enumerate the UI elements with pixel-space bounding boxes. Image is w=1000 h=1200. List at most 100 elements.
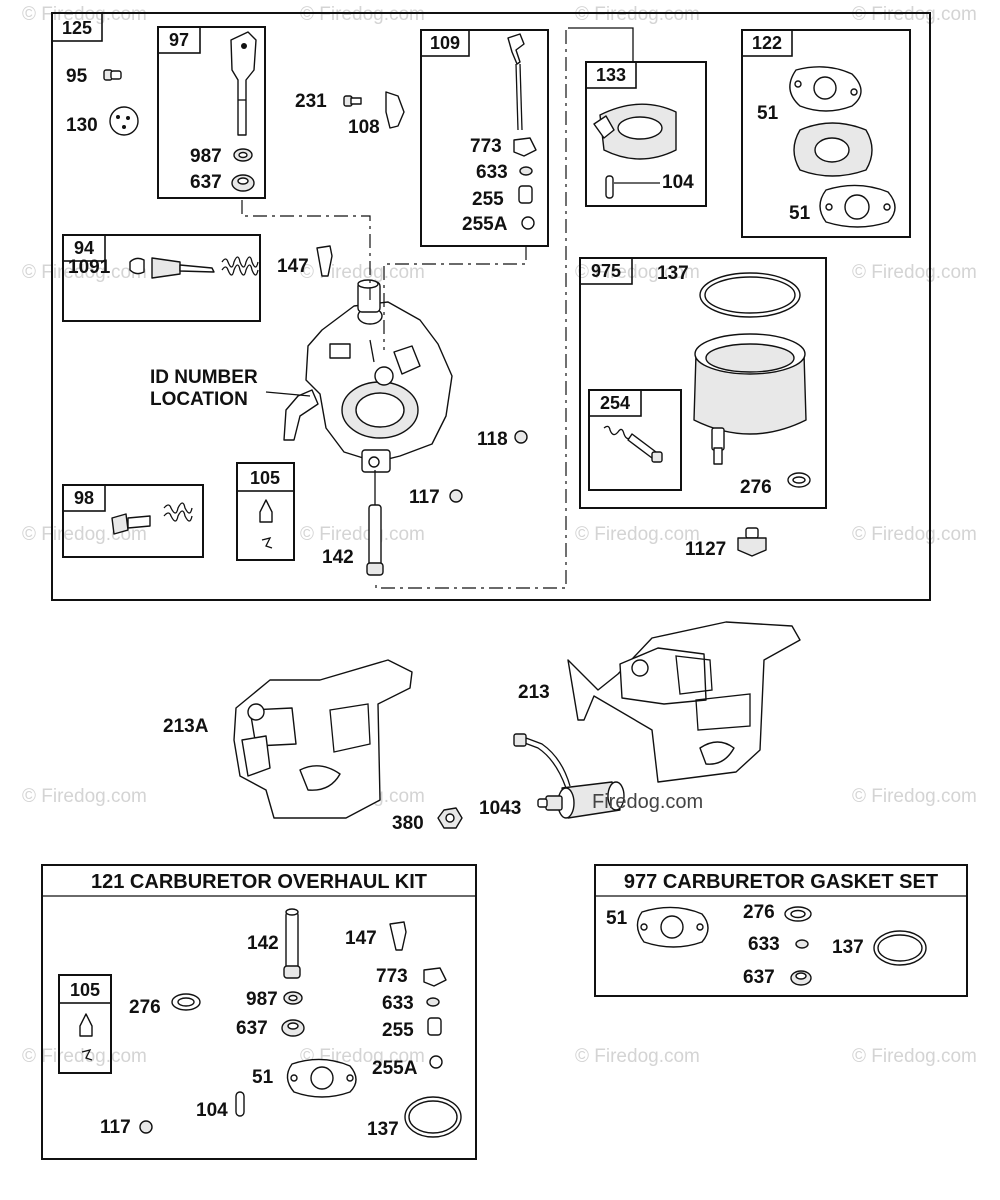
kit-part-255[interactable]: 255 bbox=[382, 1017, 442, 1041]
part-label-137: 137 bbox=[657, 263, 689, 284]
kit-part-633[interactable]: 633 bbox=[382, 993, 440, 1014]
watermark: © Firedog.com bbox=[300, 262, 425, 283]
kit-part-142[interactable]: 142 bbox=[247, 908, 301, 979]
kit-part-773[interactable]: 773 bbox=[376, 966, 447, 987]
kit-part-255A[interactable]: 255A bbox=[372, 1055, 443, 1079]
part-1091-idle-mixture-screw[interactable]: 1091 bbox=[68, 257, 215, 279]
kit-part-276[interactable]: 276 bbox=[129, 993, 201, 1018]
kit-box-tag-105 bbox=[58, 974, 112, 1004]
part-213A-bracket[interactable] bbox=[233, 659, 413, 819]
box-tag-125 bbox=[51, 12, 103, 42]
part-float-bowl[interactable] bbox=[693, 333, 807, 465]
kit-part-137[interactable]: 137 bbox=[367, 1096, 462, 1140]
part-117-nut[interactable]: 117 bbox=[409, 487, 463, 508]
part-insulator[interactable] bbox=[793, 122, 873, 177]
kit-label-255A: 255A bbox=[372, 1058, 418, 1079]
kit-label-633: 633 bbox=[382, 993, 414, 1014]
gasket-label-637: 637 bbox=[743, 967, 775, 988]
part-label-95: 95 bbox=[66, 66, 88, 87]
part-255-jet[interactable]: 255 bbox=[472, 185, 533, 210]
part-637-seal[interactable]: 637 bbox=[190, 172, 255, 193]
part-98-screw-spring[interactable] bbox=[111, 502, 193, 535]
part-633-washer[interactable]: 633 bbox=[476, 162, 533, 183]
id-number-label-line2: LOCATION bbox=[150, 389, 248, 410]
gasket-set-part-276[interactable]: 276 bbox=[743, 902, 812, 923]
part-1127-drain-bolt[interactable]: 1127 bbox=[685, 527, 767, 560]
box-tag-97 bbox=[157, 26, 201, 54]
part-987-seal[interactable]: 987 bbox=[190, 146, 253, 167]
part-133-float[interactable] bbox=[593, 103, 677, 160]
kit-label-104: 104 bbox=[196, 1100, 228, 1121]
gasket-set-part-137[interactable]: 137 bbox=[832, 930, 927, 966]
part-130-plug[interactable]: 130 bbox=[66, 106, 139, 136]
gasket-label-633: 633 bbox=[748, 934, 780, 955]
part-label-142: 142 bbox=[322, 547, 354, 568]
kit-part-147[interactable]: 147 bbox=[345, 921, 407, 951]
part-109-float-needle-arm[interactable] bbox=[507, 33, 525, 131]
part-142-emulsion-tube[interactable]: 142 bbox=[322, 470, 384, 576]
kit-label-142: 142 bbox=[247, 933, 279, 954]
part-380-nut[interactable]: 380 bbox=[392, 807, 463, 834]
kit-part-105-needle-valve[interactable] bbox=[79, 1013, 93, 1061]
part-276-washer[interactable]: 276 bbox=[740, 472, 811, 498]
connector-line bbox=[241, 200, 371, 300]
part-spring-94[interactable] bbox=[221, 256, 259, 276]
box-tag-94 bbox=[62, 234, 106, 262]
kit-part-51-gasket[interactable]: 51 bbox=[252, 1058, 357, 1098]
part-118-nut[interactable]: 118 bbox=[477, 429, 528, 450]
part-label-637: 637 bbox=[190, 172, 222, 193]
carburetor-body[interactable] bbox=[283, 279, 453, 473]
part-108-choke-plate[interactable]: 108 bbox=[348, 91, 405, 138]
kit-label-637: 637 bbox=[236, 1018, 268, 1039]
part-label-213: 213 bbox=[518, 682, 550, 703]
watermark: © Firedog.com bbox=[575, 262, 700, 283]
part-1043-solenoid[interactable]: 1043 bbox=[479, 733, 625, 819]
part-label-255A: 255A bbox=[462, 214, 508, 235]
part-label-633: 633 bbox=[476, 162, 508, 183]
gasket-set-part-51[interactable]: 51 bbox=[606, 906, 709, 948]
box-number-122: 122 bbox=[752, 33, 782, 53]
part-label-1127: 1127 bbox=[685, 539, 726, 560]
part-105-needle-valve[interactable] bbox=[259, 499, 273, 549]
gasket-set-part-633[interactable]: 633 bbox=[748, 934, 809, 955]
kit-label-117: 117 bbox=[100, 1117, 131, 1138]
assembly-box-975 bbox=[579, 257, 827, 509]
kit-part-117[interactable]: 117 bbox=[100, 1117, 153, 1138]
gasket-set-part-637[interactable]: 637 bbox=[743, 967, 812, 988]
kit-part-104[interactable]: 104 bbox=[196, 1091, 245, 1121]
gasket-label-51: 51 bbox=[606, 908, 628, 929]
part-label-1043: 1043 bbox=[479, 798, 521, 819]
box-tag-98 bbox=[62, 484, 106, 512]
kit-part-637[interactable]: 637 bbox=[236, 1018, 305, 1039]
assembly-box-94 bbox=[62, 234, 261, 322]
part-95-screw[interactable]: 95 bbox=[66, 66, 122, 87]
kit-label-773: 773 bbox=[376, 966, 408, 987]
part-255A-jet[interactable]: 255A bbox=[462, 214, 535, 235]
kit-label-255: 255 bbox=[382, 1020, 414, 1041]
part-231-screw[interactable]: 231 bbox=[295, 91, 362, 112]
part-147-screw[interactable]: 147 bbox=[277, 245, 333, 277]
kit-part-987[interactable]: 987 bbox=[246, 989, 303, 1010]
part-51-gasket-bottom[interactable]: 51 bbox=[789, 184, 896, 228]
box-number-133: 133 bbox=[596, 65, 626, 85]
id-number-label-line1: ID NUMBER bbox=[150, 367, 258, 388]
assembly-box-97 bbox=[157, 26, 266, 199]
box-number-975: 975 bbox=[591, 261, 621, 281]
connector-line bbox=[383, 246, 527, 350]
part-137-bowl-gasket[interactable]: 137 bbox=[657, 263, 801, 318]
watermark: © Firedog.com bbox=[852, 4, 977, 25]
id-leader-line bbox=[265, 391, 311, 397]
part-51-gasket-top[interactable]: 51 bbox=[757, 66, 862, 124]
part-label-987: 987 bbox=[190, 146, 222, 167]
part-104-float-pin[interactable]: 104 bbox=[605, 172, 694, 199]
part-97-throttle-shaft[interactable] bbox=[230, 31, 257, 136]
part-label-1091: 1091 bbox=[68, 257, 111, 278]
watermark: © Firedog.com bbox=[852, 1046, 977, 1067]
part-254-valve[interactable] bbox=[603, 425, 663, 463]
assembly-box-133 bbox=[585, 61, 707, 207]
kit-label-137: 137 bbox=[367, 1119, 399, 1140]
watermark-center: Firedog.com bbox=[592, 791, 703, 813]
part-213-bracket[interactable] bbox=[567, 621, 801, 783]
part-773-needle[interactable]: 773 bbox=[470, 136, 537, 157]
